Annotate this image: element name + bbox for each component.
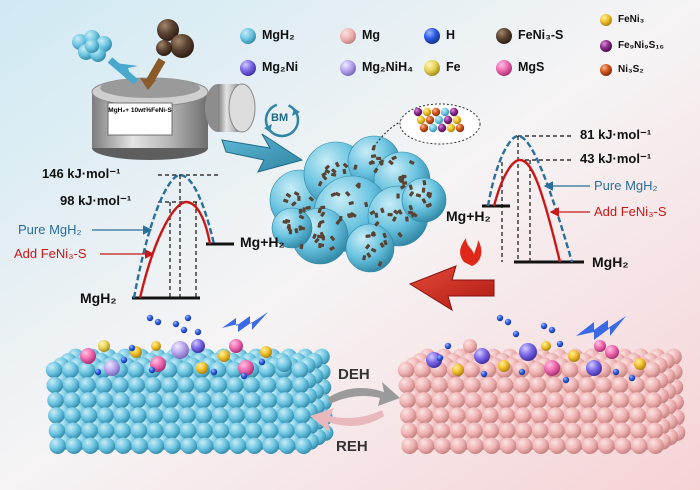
left-energy-profile: [92, 173, 234, 300]
mg-slab: [397, 314, 686, 455]
milling-jar: [91, 77, 256, 160]
legend-label-fenis: FeNi₃-S: [518, 28, 564, 42]
ball-mill-cycle-icon: [264, 102, 300, 138]
right-state-mgh2: MgH₂: [592, 254, 629, 270]
flame-icon: [460, 238, 482, 266]
legend-swatch-feni3: [600, 14, 612, 26]
legend-swatch-ni3s2: [600, 64, 612, 76]
legend-label-fe9ni9s16: Fe₉Ni₉S₁₆: [618, 40, 665, 51]
legend-label-ni3s2: Ni₃S₂: [618, 64, 644, 75]
legend-swatch-mg: [340, 28, 356, 44]
reh-arrow: [310, 408, 384, 432]
legend-label-mg2nih4: Mg₂NiH₄: [362, 60, 414, 74]
legend-swatch-h: [424, 28, 440, 44]
lightning-right-icon: [576, 316, 626, 340]
legend-label-fe: Fe: [446, 60, 461, 74]
mgh2-powder-icon: [72, 30, 112, 62]
reh-label: REH: [336, 438, 368, 455]
legend-swatch-mgh2: [240, 28, 256, 44]
legend-swatch-mg2nih4: [340, 60, 356, 76]
legend-label-mgh2: MgH₂: [262, 28, 295, 42]
right-curve-pure-label: Pure MgH₂: [594, 178, 658, 193]
fenis-powder-icon: [156, 19, 194, 58]
red-process-arrow: [408, 265, 495, 312]
left-curve-add-label: Add FeNi₃-S: [14, 246, 87, 261]
legend-swatch-mg2ni: [240, 60, 256, 76]
composite-particles: [269, 135, 447, 273]
left-curve-pure-label: Pure MgH₂: [18, 222, 82, 237]
legend-swatch-fenis: [496, 28, 512, 44]
ball-mill-label: BM: [271, 112, 289, 124]
jar-lid-label: MgH₂+ 10wt%FeNi-S: [108, 107, 172, 114]
left-state-mgh2: MgH₂: [80, 290, 117, 306]
right-energy-low: 43 kJ·mol⁻¹: [580, 151, 652, 166]
legend-label-mg: Mg: [362, 28, 381, 42]
deh-label: DEH: [338, 366, 370, 383]
legend-label-mgs: MgS: [518, 60, 545, 74]
legend-label-mg2ni: Mg₂Ni: [262, 60, 299, 74]
legend: [240, 14, 612, 76]
left-energy-high: 146 kJ·mol⁻¹: [42, 166, 121, 181]
fenis-crystal-inset: [413, 107, 465, 133]
left-energy-low: 98 kJ·mol⁻¹: [60, 193, 132, 208]
legend-label-feni3: FeNi₃: [618, 14, 645, 25]
right-curve-add-label: Add FeNi₃-S: [594, 204, 667, 219]
deh-arrow: [328, 382, 400, 406]
legend-label-h: H: [446, 28, 456, 42]
lightning-left-icon: [222, 312, 268, 332]
blue-process-arrow: [221, 133, 304, 173]
legend-swatch-mgs: [496, 60, 512, 76]
right-energy-profile: [482, 134, 590, 264]
legend-swatch-fe: [424, 60, 440, 76]
right-energy-high: 81 kJ·mol⁻¹: [580, 127, 652, 142]
left-state-mg-h2: Mg+H₂: [240, 234, 285, 250]
legend-swatch-fe9ni9s16: [600, 40, 612, 52]
right-state-mg-h2: Mg+H₂: [446, 208, 491, 224]
